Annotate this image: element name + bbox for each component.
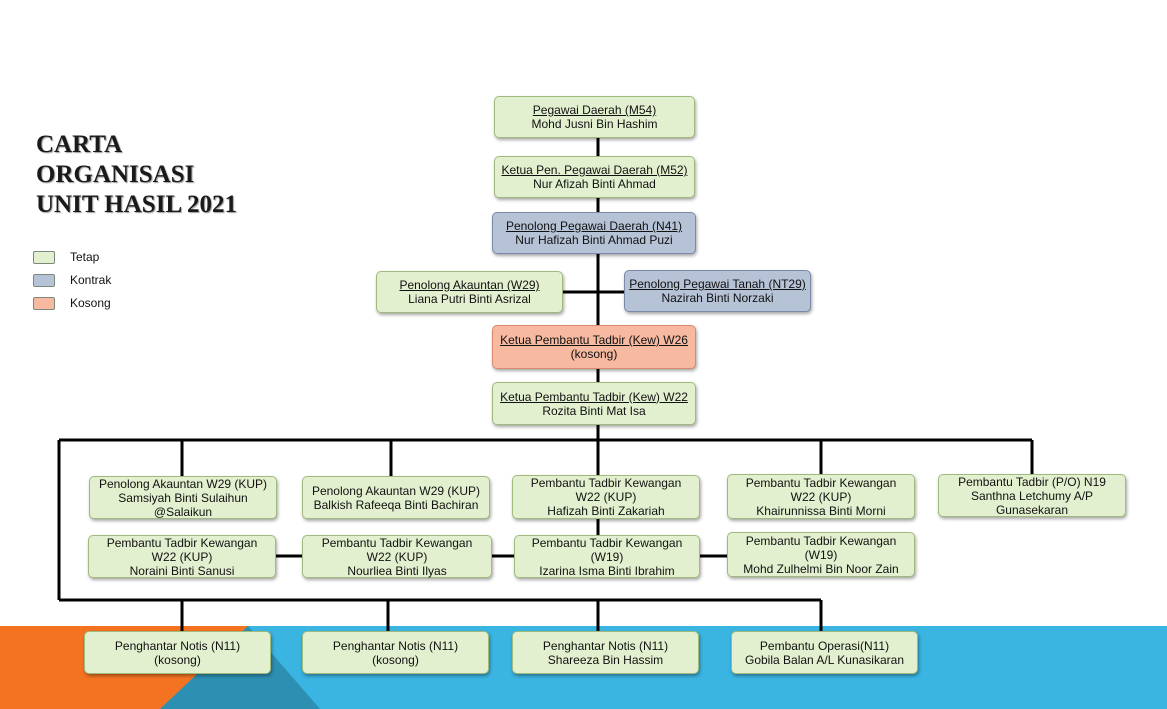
node-line: Balkish Rafeeqa Binti Bachiran [313,497,479,512]
node-line: W22 (KUP) [790,489,852,504]
node-line: Pembantu Tadbir Kewangan [745,533,897,548]
node-name: Mohd Jusni Bin Hashim [531,117,658,131]
node-row3-penghantar-notis-1: Penghantar Notis (N11) (kosong) [84,631,271,674]
node-penolong-pegawai-tanah: Penolong Pegawai Tanah (NT29) Nazirah Bi… [624,270,811,312]
node-title: Ketua Pembantu Tadbir (Kew) W26 [500,333,688,347]
node-line: Nourliea Binti Ilyas [347,563,447,578]
node-line: W22 (KUP) [151,549,213,564]
node-line: (kosong) [372,652,419,667]
legend-swatch-tetap [33,251,55,264]
node-penolong-akauntan-w29: Penolong Akauntan (W29) Liana Putri Bint… [376,271,563,313]
node-row2-pembantu-tadbir-zulhelmi: Pembantu Tadbir Kewangan (W19) Mohd Zulh… [727,532,915,577]
node-line: (W19) [590,549,624,564]
node-title: Ketua Pen. Pegawai Daerah (M52) [501,163,688,177]
node-row3-penghantar-notis-shareeza: Penghantar Notis (N11) Shareeza Bin Hass… [512,631,699,674]
node-line: Santhna Letchumy A/P [970,488,1094,503]
node-line: Pembantu Tadbir Kewangan [531,535,683,550]
title-line-2: ORGANISASI [36,161,195,188]
node-title: Pegawai Daerah (M54) [532,103,657,117]
legend-label-tetap: Tetap [70,250,100,264]
node-line: Samsiyah Binti Sulaihun [118,490,248,505]
node-line: Pembantu Operasi(N11) [759,638,890,653]
title-line-1: CARTA [36,131,123,158]
node-line: Penghantar Notis (N11) [542,638,669,653]
node-row2-pembantu-tadbir-izarina: Pembantu Tadbir Kewangan (W19) Izarina I… [514,535,700,578]
node-row1-pembantu-tadbir-hafizah: Pembantu Tadbir Kewangan W22 (KUP) Hafiz… [512,475,700,519]
node-row2-pembantu-tadbir-nourliea: Pembantu Tadbir Kewangan W22 (KUP) Nourl… [302,535,492,578]
node-line: W22 (KUP) [575,490,637,504]
node-ketua-pen-pegawai-daerah: Ketua Pen. Pegawai Daerah (M52) Nur Afiz… [494,156,695,198]
legend-swatch-kontrak [33,274,55,287]
node-ketua-pembantu-tadbir-w22: Ketua Pembantu Tadbir (Kew) W22 Rozita B… [492,382,696,425]
node-ketua-pembantu-tadbir-w26: Ketua Pembantu Tadbir (Kew) W26 (kosong) [492,325,696,369]
node-line: Hafizah Binti Zakariah [547,504,665,518]
node-name: (kosong) [570,347,618,361]
title-line-3: UNIT HASIL 2021 [36,191,237,218]
page-title: CARTA ORGANISASI UNIT HASIL 2021 [36,130,237,220]
node-name: Rozita Binti Mat Isa [542,403,646,418]
node-line: Izarina Isma Binti Ibrahim [539,563,675,578]
node-name: Nazirah Binti Norzaki [661,291,774,305]
node-name: Nur Hafizah Binti Ahmad Puzi [515,233,673,247]
node-line: Noraini Binti Sanusi [129,563,235,578]
node-row1-pembantu-tadbir-khairunnissa: Pembantu Tadbir Kewangan W22 (KUP) Khair… [727,474,915,519]
node-row2-pembantu-tadbir-noraini: Pembantu Tadbir Kewangan W22 (KUP) Norai… [88,535,276,578]
node-line: Penghantar Notis (N11) [332,638,459,653]
node-line: Gobila Balan A/L Kunasikaran [745,652,904,667]
node-line: (W19) [804,547,838,562]
node-line: Gunasekaran [995,502,1069,517]
node-line: Penolong Akauntan W29 (KUP) [98,476,268,491]
node-row3-pembantu-operasi-gobila: Pembantu Operasi(N11) Gobila Balan A/L K… [731,631,918,674]
node-line: Pembantu Tadbir Kewangan [106,535,258,550]
node-row3-penghantar-notis-2: Penghantar Notis (N11) (kosong) [302,631,489,674]
node-name: Nur Afizah Binti Ahmad [533,177,656,191]
node-title: Penolong Akauntan (W29) [399,278,540,292]
legend-swatch-kosong [33,297,55,310]
legend-label-kosong: Kosong [70,296,111,310]
node-line: W22 (KUP) [366,549,428,564]
node-line: @Salaikun [153,504,213,519]
node-penolong-pegawai-daerah: Penolong Pegawai Daerah (N41) Nur Hafiza… [492,212,696,254]
node-row1-pembantu-tadbir-santhna: Pembantu Tadbir (P/O) N19 Santhna Letchu… [938,474,1126,517]
node-line: Pembantu Tadbir Kewangan [745,475,897,490]
node-pegawai-daerah: Pegawai Daerah (M54) Mohd Jusni Bin Hash… [494,96,695,138]
node-line: Khairunnissa Binti Morni [756,503,886,518]
node-line: Pembantu Tadbir Kewangan [530,476,682,490]
node-title: Penolong Pegawai Daerah (N41) [505,219,683,233]
node-name: Liana Putri Binti Asrizal [408,292,531,306]
node-row1-penolong-akauntan-samsiyah: Penolong Akauntan W29 (KUP) Samsiyah Bin… [89,476,277,519]
node-line: Pembantu Tadbir (P/O) N19 [958,474,1106,489]
node-line: Mohd Zulhelmi Bin Noor Zain [743,561,899,576]
node-row1-penolong-akauntan-balkish: Penolong Akauntan W29 (KUP) Balkish Rafe… [302,476,490,519]
node-line: Penghantar Notis (N11) [114,638,241,653]
node-line: Penolong Akauntan W29 (KUP) [311,483,481,498]
node-line: Pembantu Tadbir Kewangan [321,535,473,550]
node-line: (kosong) [154,652,201,667]
legend-label-kontrak: Kontrak [70,273,112,287]
node-title: Ketua Pembantu Tadbir (Kew) W22 [500,389,688,404]
node-title: Penolong Pegawai Tanah (NT29) [629,277,806,291]
node-line: Shareeza Bin Hassim [547,652,664,667]
